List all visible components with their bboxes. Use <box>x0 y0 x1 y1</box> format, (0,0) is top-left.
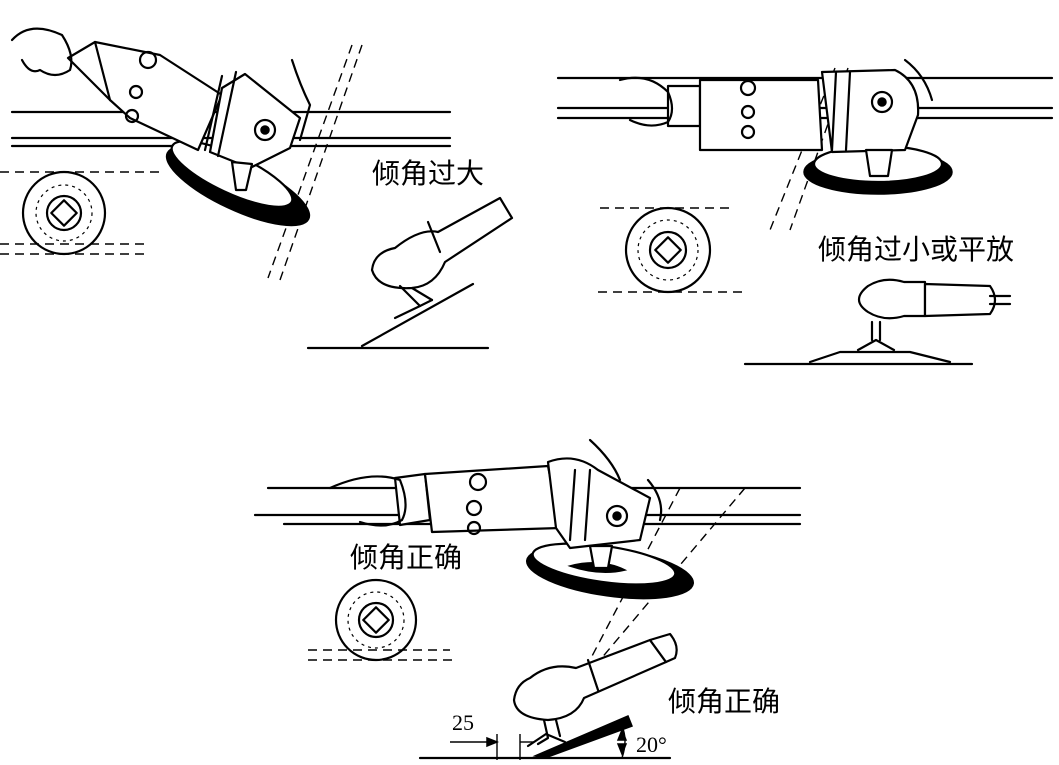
panel-angle-correct <box>253 438 802 760</box>
angle-arc <box>621 725 626 759</box>
schematic-steep <box>306 196 514 350</box>
inclined-workpiece <box>532 715 633 759</box>
label-angle-too-small: 倾角过小或平放 <box>818 233 1015 266</box>
guide-dashed-line <box>789 67 849 231</box>
disc-front-view <box>334 578 418 662</box>
label-angle-too-large: 倾角过大 <box>372 157 485 190</box>
guide-dashed-line <box>267 44 353 279</box>
label-angle-correct-bottom: 倾角正确 <box>668 685 781 718</box>
dimension-arrow <box>486 736 500 748</box>
label-angle-correct-top: 倾角正确 <box>350 541 463 574</box>
slope-line <box>360 282 475 348</box>
schematic-correct <box>418 632 678 760</box>
grinder-tilted-steep <box>10 27 312 227</box>
disc-front-view <box>21 170 107 256</box>
panel-angle-too-large <box>0 27 514 350</box>
grinder-flat <box>618 58 953 195</box>
disc-front-view <box>624 206 712 294</box>
panel-angle-too-small <box>556 58 1054 366</box>
grinder-correct-angle <box>328 438 694 600</box>
dimension-angle-label: 20° <box>636 732 667 757</box>
angle-arrow <box>616 727 628 741</box>
guide-dashed-line <box>279 44 363 281</box>
angle-arrow <box>616 743 628 757</box>
dimension-gap-label: 25 <box>452 710 474 735</box>
schematic-flat <box>743 278 1012 366</box>
